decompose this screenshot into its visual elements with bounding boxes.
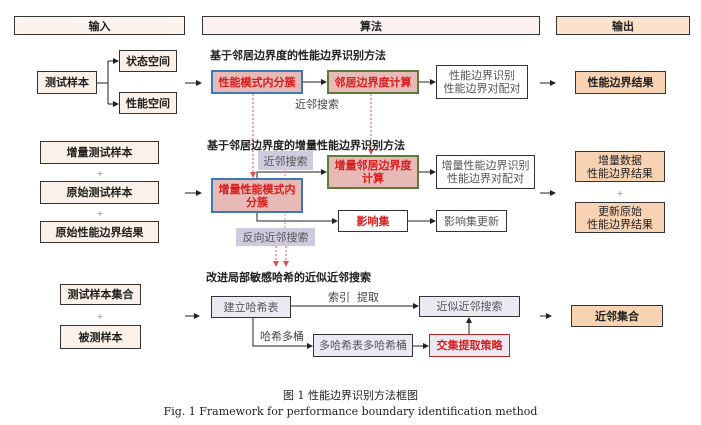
line: 性能边界对配对: [447, 172, 524, 185]
plus-sign: +: [96, 311, 104, 321]
row1-algo-title: 基于邻居边界度的性能边界识别方法: [210, 49, 386, 62]
multi-table-box: 多哈希表多哈希桶: [313, 334, 413, 357]
influence-update-box: 影响集更新: [436, 210, 507, 232]
index-extract-label: 索引 提取: [328, 291, 379, 304]
input-header: 输入: [14, 16, 185, 35]
caption-zh: 图 1 性能边界识别方法框图: [283, 389, 418, 402]
algorithm-header: 算法: [202, 16, 540, 35]
reverse-nn-label: 反向近邻搜索: [236, 228, 315, 246]
degree-calc-box: 邻居边界度计算: [327, 70, 419, 94]
inc-degree-box: 增量邻居边界度计算: [327, 155, 419, 189]
sample-set-box: 测试样本集合: [60, 284, 141, 305]
state-space-box: 状态空间: [119, 50, 177, 72]
line: 更新原始: [598, 204, 642, 218]
inc-result-box: 增量数据性能边界结果: [575, 151, 665, 182]
orig-results-box: 原始性能边界结果: [40, 221, 159, 243]
nn-search-label: 近邻搜索: [258, 151, 313, 170]
line: 增量性能边界识别: [441, 159, 530, 172]
neighbor-set-box: 近邻集合: [571, 305, 663, 327]
updated-result-box: 更新原始性能边界结果: [575, 202, 665, 233]
caption-en: Fig. 1 Framework for performance boundar…: [163, 404, 538, 418]
line: 性能边界结果: [587, 166, 653, 180]
multi-bucket-label: 哈希多桶: [260, 330, 304, 343]
line: 性能边界对配对: [443, 82, 521, 95]
orig-samples-box: 原始测试样本: [40, 181, 159, 204]
query-sample-box: 被测样本: [60, 325, 141, 349]
intersection-strategy-box: 交集提取策略: [429, 334, 510, 357]
line: 计算: [362, 172, 384, 185]
line: 分簇: [246, 195, 268, 209]
line: 性能边界识别: [449, 69, 515, 82]
nn-search-label: 近邻搜索: [295, 98, 339, 111]
test-sample-box: 测试样本: [37, 71, 97, 94]
line: 增量邻居边界度: [334, 159, 412, 172]
inc-cluster-box: 增量性能模式内分簇: [211, 178, 303, 213]
influence-set-box: 影响集: [338, 210, 408, 232]
boundary-identify-box: 性能边界识别性能边界对配对: [436, 65, 528, 99]
inc-identify-box: 增量性能边界识别性能边界对配对: [436, 155, 535, 189]
output-header: 输出: [556, 16, 690, 35]
plus-sign: +: [96, 168, 104, 178]
boundary-result-box: 性能边界结果: [575, 71, 666, 94]
plus-sign: +: [96, 208, 104, 218]
ann-search-box: 近似近邻搜索: [419, 296, 520, 317]
row2-algo-title: 基于邻居边界度的增量性能边界识别方法: [207, 139, 405, 152]
inc-samples-box: 增量测试样本: [40, 141, 159, 164]
perf-space-box: 性能空间: [119, 92, 177, 114]
build-hash-box: 建立哈希表: [211, 296, 291, 318]
cluster-box: 性能模式内分簇: [211, 70, 303, 94]
line: 性能边界结果: [587, 217, 653, 231]
lsh-title: 改进局部敏感哈希的近似近邻搜索: [206, 271, 371, 284]
branch-line: [97, 60, 118, 105]
plus-sign: +: [616, 188, 624, 198]
line: 增量数据: [598, 153, 642, 167]
line: 增量性能模式内: [218, 182, 296, 196]
